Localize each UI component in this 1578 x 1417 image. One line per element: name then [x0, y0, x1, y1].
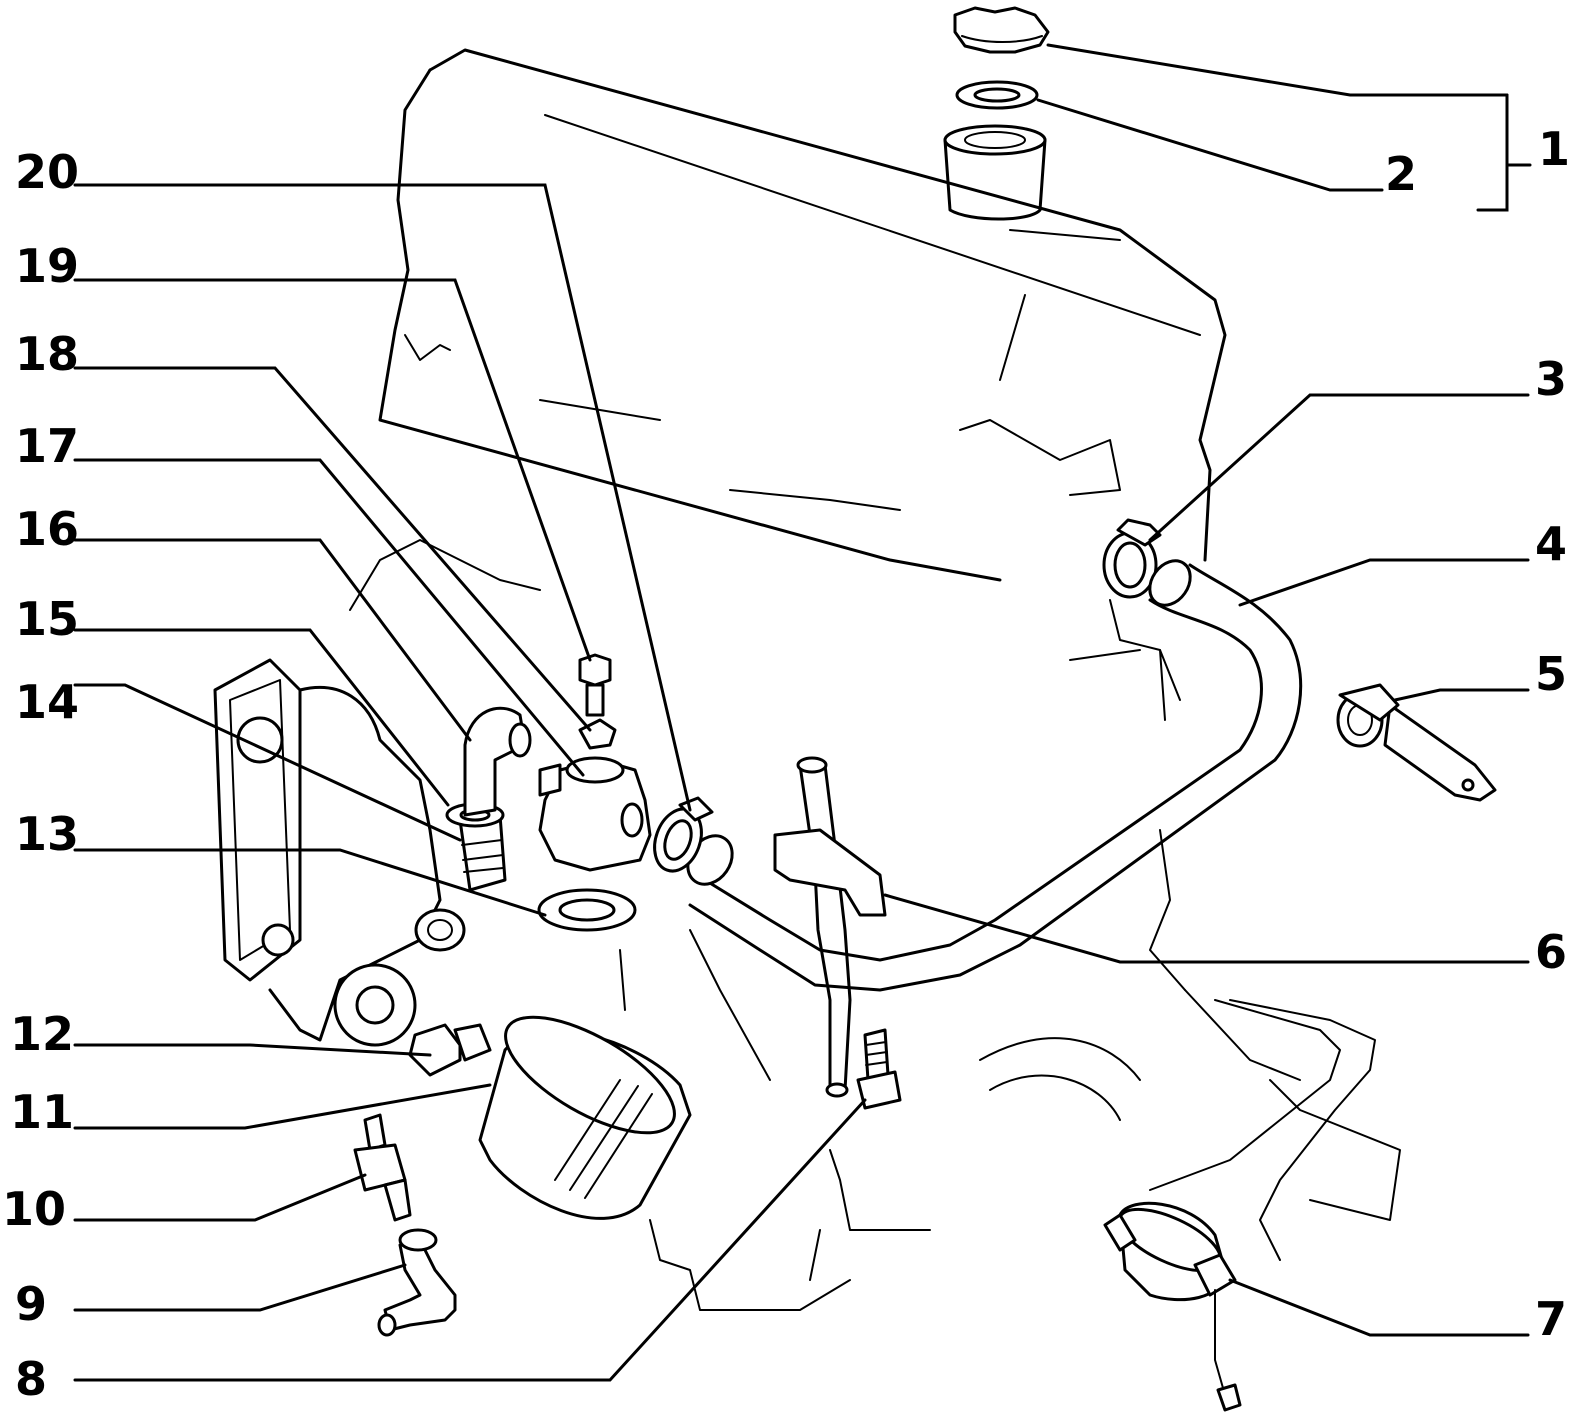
- part-1-filler-cap: [953, 6, 1050, 54]
- callout-9: 9: [15, 1277, 47, 1331]
- callout-2: 2: [1385, 147, 1417, 201]
- callout-14: 14: [15, 675, 79, 729]
- part-5-clip: [1336, 683, 1497, 802]
- part-2-gasket: [955, 80, 1039, 110]
- callout-15: 15: [15, 592, 79, 646]
- callout-1: 1: [1538, 122, 1570, 176]
- callout-20: 20: [15, 145, 79, 199]
- callout-19: 19: [15, 239, 79, 293]
- callout-labels: 1 2 3 4 5 6 7 8 9 10 11 12 13 14 15 16 1…: [2, 122, 1570, 1406]
- part-20-clamp: [653, 796, 714, 873]
- part-16-elbow: [463, 706, 532, 817]
- bracket-1: [1476, 93, 1532, 212]
- callout-5: 5: [1535, 647, 1567, 701]
- part-11-oil-filter: [478, 1015, 692, 1220]
- callout-16: 16: [15, 502, 79, 556]
- part-6-dipstick-tube: [773, 756, 887, 1098]
- callout-8: 8: [15, 1352, 47, 1406]
- callout-11: 11: [10, 1085, 74, 1139]
- callout-17: 17: [15, 419, 79, 473]
- part-17-filter-housing: [538, 756, 652, 872]
- part-13-washer: [537, 888, 637, 932]
- engine-block-outline: [349, 48, 1401, 1311]
- part-9-elbow-hose: [377, 1228, 457, 1337]
- callout-3: 3: [1535, 352, 1567, 406]
- leader-lines: [73, 43, 1530, 1382]
- callout-4: 4: [1535, 517, 1567, 571]
- part-10-temperature-sender: [353, 1113, 412, 1222]
- front-cover-plate: [213, 658, 466, 1047]
- callout-13: 13: [15, 807, 79, 861]
- part-8-sensor: [856, 1028, 902, 1110]
- callout-10: 10: [2, 1182, 66, 1236]
- part-3-hose-clamp: [1102, 518, 1162, 599]
- part-19-bolt: [578, 653, 612, 717]
- callout-12: 12: [10, 1007, 74, 1061]
- filler-neck: [943, 124, 1047, 221]
- callout-6: 6: [1535, 925, 1567, 979]
- callout-7: 7: [1535, 1292, 1567, 1346]
- part-12-drain-plug: [408, 1023, 492, 1077]
- callout-18: 18: [15, 327, 79, 381]
- part-7-pressure-switch: [1103, 1201, 1242, 1412]
